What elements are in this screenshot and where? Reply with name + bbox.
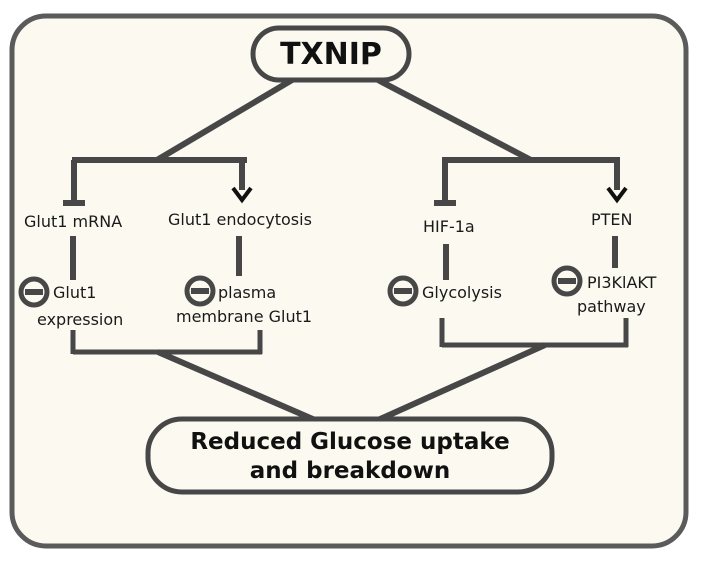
- decrease-icon-membrane: [184, 275, 216, 307]
- glycolysis-label: Glycolysis: [422, 283, 502, 302]
- result-label-line2: and breakdown: [250, 458, 450, 484]
- pten-label: PTEN: [591, 210, 633, 229]
- plasma-membrane-line1: plasma: [218, 283, 276, 302]
- decrease-icon-pathway: [551, 265, 583, 297]
- txnip-label: TXNIP: [280, 37, 382, 72]
- decrease-icon-glycolysis: [387, 275, 419, 307]
- arrow-pten: [606, 186, 628, 204]
- pi3k-akt-line2: pathway: [577, 297, 646, 316]
- glut1-endocytosis-label: Glut1 endocytosis: [168, 210, 312, 229]
- plasma-membrane-line2: membrane Glut1: [176, 307, 312, 326]
- result-label-line1: Reduced Glucose uptake: [190, 429, 509, 455]
- connector-right-to-result: [376, 342, 547, 423]
- arrow-endocytosis: [231, 186, 253, 204]
- decrease-icon-expression: [18, 276, 50, 308]
- txnip-node: [250, 25, 412, 83]
- connector-left-to-result: [156, 349, 317, 423]
- hif-1a-label: HIF-1a: [423, 217, 475, 236]
- result-node: [145, 416, 555, 495]
- glut1-mrna-label: Glut1 mRNA: [24, 212, 122, 231]
- connector-txnip-left: [155, 77, 294, 163]
- glut1-expression-line2: expression: [37, 310, 123, 329]
- pi3k-akt-line1: PI3KlAKT: [587, 273, 657, 292]
- glut1-expression-line1: Glut1: [53, 283, 96, 302]
- connector-txnip-right: [376, 77, 533, 163]
